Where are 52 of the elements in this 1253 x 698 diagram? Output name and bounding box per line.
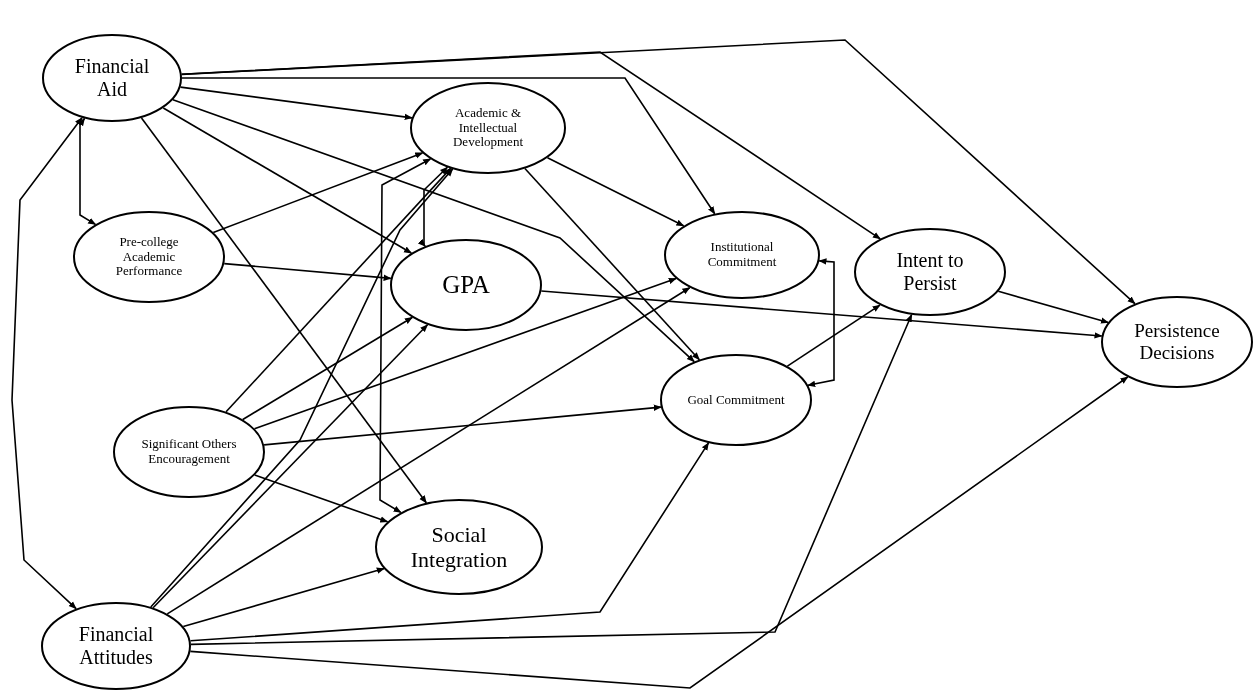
arrow [181, 77, 716, 215]
node-label: Pre-college Academic Performance [114, 234, 184, 280]
node-label: GPA [442, 270, 490, 300]
node-label: Significant Others Encouragement [140, 437, 238, 467]
arrow [179, 86, 413, 121]
node-label: Persistence Decisions [1133, 320, 1221, 364]
arrow [189, 442, 710, 642]
arrow [189, 376, 1129, 689]
oval-node [1101, 296, 1253, 388]
arrow [223, 262, 392, 281]
oval-node [113, 406, 265, 498]
arrow [524, 167, 701, 361]
node-label: Goal Commitment [687, 392, 785, 408]
node-label: Academic & Intellectual Development [451, 105, 524, 151]
arrow [379, 158, 432, 514]
oval-node [375, 499, 543, 595]
oval-node [854, 228, 1006, 316]
oval-node [410, 82, 566, 174]
oval-node [390, 239, 542, 331]
oval-node [42, 34, 182, 122]
oval-node [660, 354, 812, 446]
arrow [11, 117, 83, 610]
node-label: Financial Attitudes [77, 623, 155, 669]
arrow [540, 290, 1103, 339]
arrow [182, 567, 385, 628]
arrow [190, 313, 913, 646]
arrow [77, 117, 97, 226]
arrow [152, 323, 429, 609]
oval-node [41, 602, 191, 690]
arrow [253, 277, 677, 430]
node-label: Social Integration [409, 521, 509, 573]
arrow [807, 258, 835, 387]
arrow [162, 107, 413, 254]
oval-node [664, 211, 820, 299]
arrow [212, 152, 424, 234]
arrow [166, 286, 691, 615]
arrow [225, 167, 452, 413]
arrow [997, 290, 1109, 324]
arrow [150, 168, 454, 608]
node-label: Institutional Commitment [706, 240, 778, 270]
arrow [140, 117, 428, 504]
arrow [242, 316, 413, 421]
arrow [180, 51, 881, 240]
arrow [172, 98, 695, 363]
oval-node [73, 211, 225, 303]
arrow [263, 404, 662, 446]
arrow [786, 304, 881, 367]
node-label: Intent to Persist [895, 249, 965, 295]
node-label: Financial Aid [73, 55, 151, 101]
arrow [546, 156, 685, 227]
arrow [253, 474, 389, 523]
arrow [417, 166, 449, 247]
